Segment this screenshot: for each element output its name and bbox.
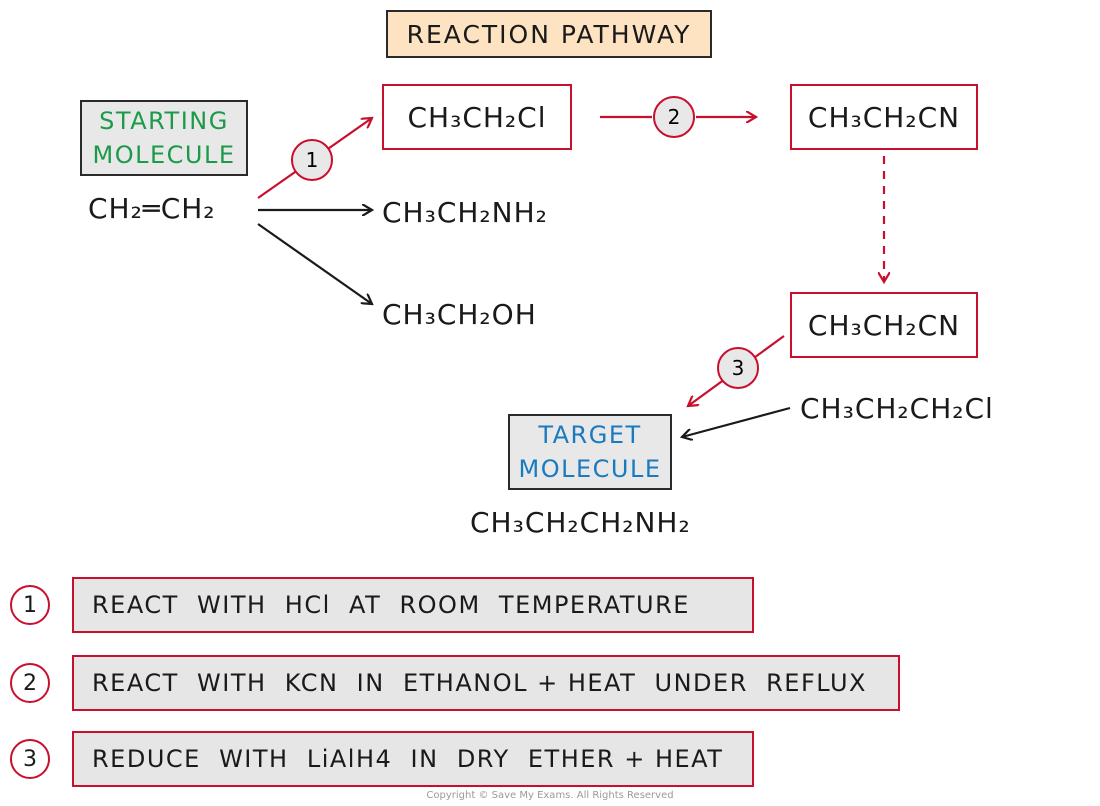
- step-row-2: 2 REACT WITH KCN IN ETHANOL + HEAT UNDER…: [10, 655, 900, 711]
- svg-text:3: 3: [732, 356, 745, 380]
- target-label-line2: MOLECULE: [518, 455, 662, 483]
- starting-formula-text: CH₂═CH₂: [88, 192, 216, 225]
- step-text-2: REACT WITH KCN IN ETHANOL + HEAT UNDER R…: [72, 655, 900, 711]
- step-text-3-label: REDUCE WITH LiAlH4 IN DRY ETHER + HEAT: [92, 745, 724, 773]
- svg-text:2: 2: [668, 105, 681, 129]
- ethanol-formula: CH₃CH₂OH: [382, 298, 537, 331]
- propanenitrile-bottom-formula: CH₃CH₂CN: [807, 308, 961, 342]
- arrow-label-3: 3: [717, 347, 759, 389]
- target-formula-text: CH₃CH₂CH₂NH₂: [470, 506, 691, 539]
- diagram-title: REACTION PATHWAY: [386, 10, 712, 58]
- step-number-1: 1: [10, 585, 50, 625]
- copyright-notice: Copyright © Save My Exams. All Rights Re…: [426, 790, 674, 801]
- starting-label-line2: MOLECULE: [92, 141, 236, 169]
- starting-molecule-label: STARTING MOLECULE: [80, 100, 248, 176]
- step-row-3: 3 REDUCE WITH LiAlH4 IN DRY ETHER + HEAT: [10, 731, 754, 787]
- svg-text:1: 1: [306, 148, 319, 172]
- step-number-2: 2: [10, 663, 50, 703]
- arrow-to-ethanol: [257, 223, 372, 304]
- target-molecule-label: TARGET MOLECULE: [508, 414, 672, 490]
- ethanol-formula-text: CH₃CH₂OH: [382, 298, 537, 331]
- ethylamine-formula-text: CH₃CH₂NH₂: [382, 196, 548, 229]
- arrow-label-2: 2: [653, 96, 695, 138]
- starting-formula: CH₂═CH₂: [88, 192, 216, 225]
- ethylamine-formula: CH₃CH₂NH₂: [382, 196, 548, 229]
- step-text-3: REDUCE WITH LiAlH4 IN DRY ETHER + HEAT: [72, 731, 754, 787]
- chloropropane-formula: CH₃CH₂CH₂Cl: [800, 392, 994, 425]
- propanenitrile-top-formula: CH₃CH₂CN: [807, 100, 961, 134]
- step-row-1: 1 REACT WITH HCl AT ROOM TEMPERATURE: [10, 577, 754, 633]
- diagram-title-text: REACTION PATHWAY: [406, 19, 692, 49]
- step-text-1: REACT WITH HCl AT ROOM TEMPERATURE: [72, 577, 754, 633]
- target-label-line1: TARGET: [538, 421, 642, 449]
- step-text-2-label: REACT WITH KCN IN ETHANOL + HEAT UNDER R…: [92, 669, 867, 697]
- step-number-3: 3: [10, 739, 50, 779]
- chloroethane-box: CH₃CH₂Cl: [382, 84, 572, 150]
- propanenitrile-top-box: CH₃CH₂CN: [790, 84, 978, 150]
- propanenitrile-bottom-box: CH₃CH₂CN: [790, 292, 978, 358]
- chloroethane-formula: CH₃CH₂Cl: [407, 100, 547, 134]
- chloropropane-formula-text: CH₃CH₂CH₂Cl: [800, 392, 994, 425]
- target-formula: CH₃CH₂CH₂NH₂: [470, 506, 691, 539]
- arrow-from-chloropropane: [682, 406, 791, 437]
- starting-label-line1: STARTING: [99, 107, 229, 135]
- step-text-1-label: REACT WITH HCl AT ROOM TEMPERATURE: [92, 591, 690, 619]
- arrow-label-1: 1: [291, 139, 333, 181]
